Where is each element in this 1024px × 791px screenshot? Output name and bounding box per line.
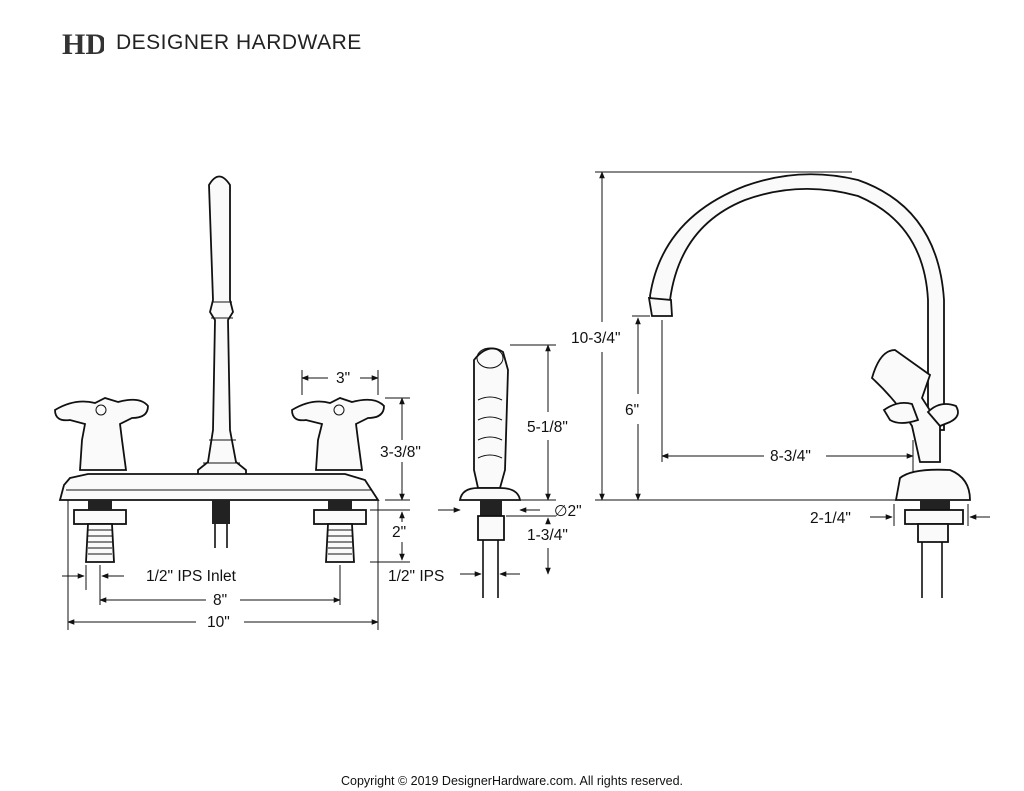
dim-base-width: 2-1/4" [810,510,851,527]
dim-spout-clearance: 6" [625,402,639,419]
faucet-side-view [647,173,971,598]
svg-text:HD: HD [62,28,104,60]
dim-overall-width: 10" [207,614,230,631]
header: HD DESIGNER HARDWARE [62,26,362,60]
side-dimensions: 10-3/4" 6" 8-3/4" 2-1/4" [571,171,990,527]
dim-spout-height: 10-3/4" [571,330,620,347]
sprayer-view [458,347,522,598]
front-dimensions: 3" 3-3/8" 2" 1/2" IPS Inlet 8" 10" [62,370,421,631]
dim-sprayer-shank: 1-3/4" [527,527,568,544]
dim-spout-reach: 8-3/4" [770,448,811,465]
dim-sprayer-diameter: ∅2" [554,503,582,520]
dim-center-spread: 8" [213,592,227,609]
hd-logo-icon: HD [62,28,104,60]
sprayer-dimensions: 5-1/8" ∅2" 1-3/4" 1/2" IPS [388,344,582,585]
dim-handle-height: 3-3/8" [380,444,421,461]
dim-sprayer-height: 5-1/8" [527,419,568,436]
dim-sprayer-ips: 1/2" IPS [388,568,444,585]
brand-name: DESIGNER HARDWARE [116,31,362,54]
dim-shank-length: 2" [392,524,406,541]
copyright-text: Copyright © 2019 DesignerHardware.com. A… [341,774,683,788]
faucet-front-view [54,175,385,563]
dim-handle-spacing: 3" [336,370,350,387]
dim-ips-inlet: 1/2" IPS Inlet [146,568,237,585]
